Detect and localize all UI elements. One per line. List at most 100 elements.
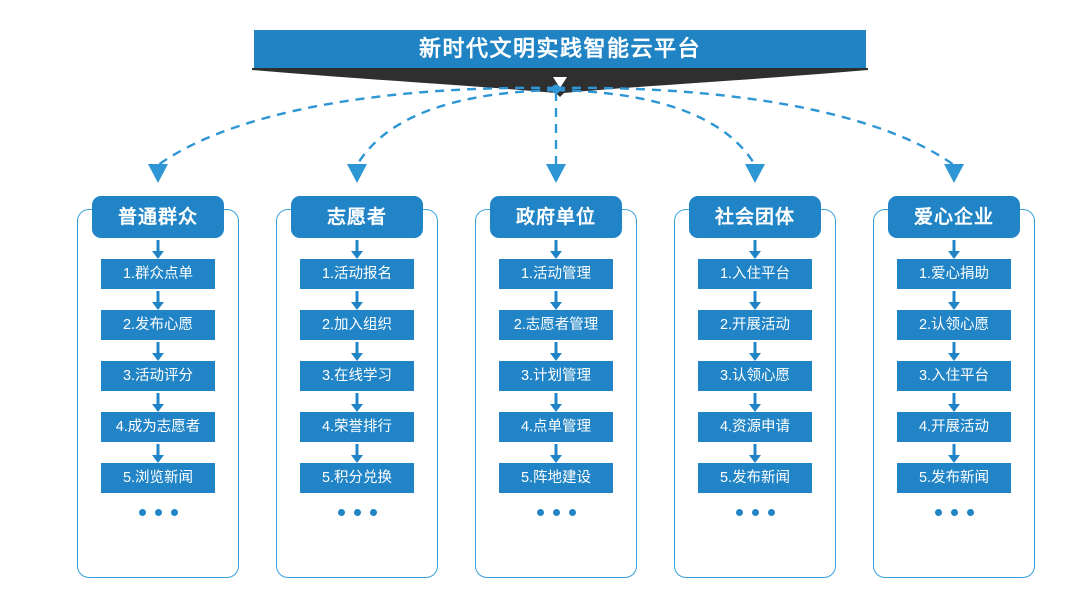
column-header-label: 政府单位	[515, 206, 596, 228]
role-column-3: 政府单位 1.活动管理 2.志愿者管理 3.计划管理 4.点单管理 5.阵地建设	[475, 196, 637, 578]
arrow-down-icon	[947, 340, 961, 361]
list-item-label: 2.发布心愿	[122, 316, 194, 333]
list-item-label: 2.志愿者管理	[513, 316, 599, 333]
list-item-label: 3.认领心愿	[719, 367, 791, 384]
connector-to-col-4	[555, 88, 757, 166]
platform-title-banner: 新时代文明实践智能云平台	[252, 30, 868, 97]
list-item-label: 1.活动管理	[520, 265, 592, 282]
list-item[interactable]: 2.加入组织	[300, 310, 414, 340]
list-item[interactable]: 1.活动报名	[300, 259, 414, 289]
list-item[interactable]: 3.计划管理	[499, 361, 613, 391]
list-item[interactable]: 2.认领心愿	[897, 310, 1011, 340]
column-header-5[interactable]: 爱心企业	[888, 196, 1020, 238]
arrow-down-icon	[549, 442, 563, 463]
column-header-3[interactable]: 政府单位	[490, 196, 622, 238]
arrow-down-icon	[151, 289, 165, 310]
column-items-1: 1.群众点单 2.发布心愿 3.活动评分 4.成为志愿者 5.浏览新闻	[77, 238, 239, 519]
connector-to-col-1	[157, 86, 557, 166]
list-item[interactable]: 5.阵地建设	[499, 463, 613, 493]
list-item[interactable]: 3.活动评分	[101, 361, 215, 391]
column-items-5: 1.爱心捐助 2.认领心愿 3.入住平台 4.开展活动 5.发布新闻	[873, 238, 1035, 519]
column-items-2: 1.活动报名 2.加入组织 3.在线学习 4.荣誉排行 5.积分兑换	[276, 238, 438, 519]
list-item[interactable]: 4.成为志愿者	[101, 412, 215, 442]
list-item-label: 5.发布新闻	[719, 469, 791, 486]
list-item-label: 3.活动评分	[122, 367, 194, 384]
connector-to-col-5	[555, 86, 955, 166]
arrowhead-col-5	[944, 164, 964, 183]
list-item-label: 3.在线学习	[321, 367, 393, 384]
arrow-down-icon	[151, 238, 165, 259]
list-item-label: 4.点单管理	[520, 418, 592, 435]
list-item[interactable]: 2.开展活动	[698, 310, 812, 340]
list-item[interactable]: 4.开展活动	[897, 412, 1011, 442]
list-item-label: 3.计划管理	[520, 367, 592, 384]
column-items-3: 1.活动管理 2.志愿者管理 3.计划管理 4.点单管理 5.阵地建设	[475, 238, 637, 519]
column-header-2[interactable]: 志愿者	[291, 196, 423, 238]
list-item-label: 1.入住平台	[719, 265, 791, 282]
list-item-label: 3.入住平台	[918, 367, 990, 384]
list-item[interactable]: 2.志愿者管理	[499, 310, 613, 340]
list-item-label: 5.浏览新闻	[122, 469, 194, 486]
arrow-down-icon	[748, 391, 762, 412]
list-item-label: 4.资源申请	[719, 418, 791, 435]
arrow-down-icon	[151, 340, 165, 361]
role-column-4: 社会团体 1.入住平台 2.开展活动 3.认领心愿 4.资源申请 5.发布新闻	[674, 196, 836, 578]
list-item[interactable]: 2.发布心愿	[101, 310, 215, 340]
more-items-ellipsis	[536, 505, 576, 519]
arrow-down-icon	[748, 340, 762, 361]
list-item[interactable]: 3.入住平台	[897, 361, 1011, 391]
list-item[interactable]: 4.点单管理	[499, 412, 613, 442]
more-items-ellipsis	[138, 505, 178, 519]
role-column-2: 志愿者 1.活动报名 2.加入组织 3.在线学习 4.荣誉排行 5.积分兑换	[276, 196, 438, 578]
list-item[interactable]: 5.发布新闻	[698, 463, 812, 493]
list-item-label: 1.群众点单	[122, 265, 194, 282]
arrow-down-icon	[947, 238, 961, 259]
arrowhead-col-3	[546, 164, 566, 183]
list-item-label: 5.阵地建设	[520, 469, 592, 486]
column-header-4[interactable]: 社会团体	[689, 196, 821, 238]
arrow-down-icon	[350, 289, 364, 310]
more-items-ellipsis	[934, 505, 974, 519]
connector-to-col-2	[355, 88, 557, 166]
arrow-down-icon	[151, 391, 165, 412]
arrowhead-col-4	[745, 164, 765, 183]
column-header-label: 社会团体	[714, 206, 795, 228]
list-item-label: 2.加入组织	[321, 316, 393, 333]
arrow-down-icon	[151, 442, 165, 463]
list-item[interactable]: 1.群众点单	[101, 259, 215, 289]
list-item[interactable]: 4.资源申请	[698, 412, 812, 442]
column-header-label: 普通群众	[117, 206, 198, 228]
list-item[interactable]: 3.在线学习	[300, 361, 414, 391]
list-item-label: 2.开展活动	[719, 316, 791, 333]
column-header-1[interactable]: 普通群众	[92, 196, 224, 238]
arrow-down-icon	[549, 391, 563, 412]
list-item-label: 4.开展活动	[918, 418, 990, 435]
arrow-down-icon	[947, 442, 961, 463]
column-header-label: 爱心企业	[913, 206, 994, 228]
list-item[interactable]: 5.发布新闻	[897, 463, 1011, 493]
arrow-down-icon	[748, 442, 762, 463]
list-item-label: 4.荣誉排行	[321, 418, 393, 435]
page-title: 新时代文明实践智能云平台	[418, 36, 701, 61]
list-item[interactable]: 3.认领心愿	[698, 361, 812, 391]
list-item[interactable]: 4.荣誉排行	[300, 412, 414, 442]
list-item-label: 1.爱心捐助	[918, 265, 990, 282]
role-columns: 普通群众 1.群众点单 2.发布心愿 3.活动评分 4.成为志愿者 5.浏览新闻…	[0, 196, 1080, 596]
list-item[interactable]: 1.爱心捐助	[897, 259, 1011, 289]
arrow-down-icon	[350, 238, 364, 259]
list-item[interactable]: 1.入住平台	[698, 259, 812, 289]
column-items-4: 1.入住平台 2.开展活动 3.认领心愿 4.资源申请 5.发布新闻	[674, 238, 836, 519]
arrow-down-icon	[549, 238, 563, 259]
list-item[interactable]: 5.积分兑换	[300, 463, 414, 493]
list-item-label: 2.认领心愿	[918, 316, 990, 333]
list-item[interactable]: 1.活动管理	[499, 259, 613, 289]
arrow-down-icon	[947, 289, 961, 310]
arrow-down-icon	[748, 289, 762, 310]
more-items-ellipsis	[735, 505, 775, 519]
arrow-down-icon	[350, 391, 364, 412]
arrowhead-col-2	[347, 164, 367, 183]
list-item[interactable]: 5.浏览新闻	[101, 463, 215, 493]
arrow-down-icon	[748, 238, 762, 259]
arrow-down-icon	[350, 442, 364, 463]
